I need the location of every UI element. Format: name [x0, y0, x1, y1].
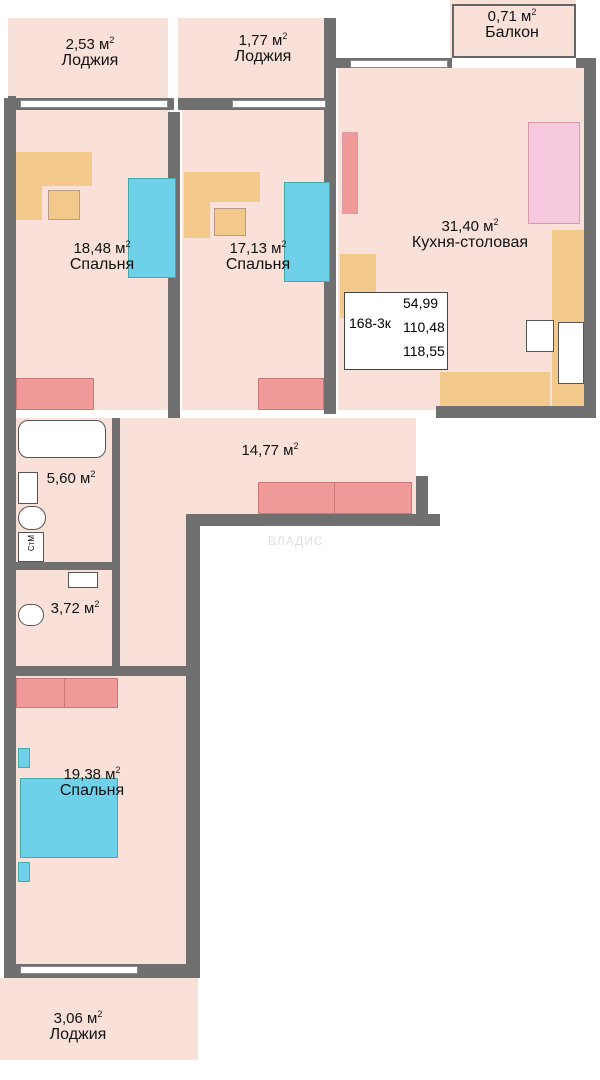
wall-left — [4, 96, 16, 976]
desk-bed2 — [184, 172, 260, 202]
apartment-code: 168-3к — [349, 315, 391, 331]
bedroom-2-label: 17,13 м2 Спальня — [208, 239, 308, 274]
bed-bed2 — [284, 182, 330, 282]
bedroom-1-sup: 2 — [125, 239, 131, 249]
bed-bed3 — [20, 778, 118, 858]
loggia-3-floor — [0, 978, 198, 1060]
tv-kitchen — [342, 132, 358, 214]
kitchen-sup: 2 — [493, 217, 499, 227]
bathroom-area: 5,60 м — [46, 470, 91, 487]
loggia-3-label: 3,06 м2 Лоджия — [28, 1009, 128, 1044]
loggia-1-floor — [8, 18, 168, 98]
watermark: ВЛАДИС — [268, 534, 324, 548]
window-kitchen — [350, 60, 448, 68]
stove-kitchen — [526, 320, 554, 352]
hall-sup: 2 — [293, 441, 299, 451]
wall-hall-bottom — [186, 514, 440, 526]
desk-bed1 — [16, 152, 92, 186]
wall-right — [584, 58, 596, 418]
window-bed3 — [20, 966, 138, 974]
hall-label: 14,77 м2 — [220, 441, 320, 459]
apartment-info-box: 168-3к 54,99 110,48 118,55 — [344, 292, 448, 370]
bedroom-3-name: Спальня — [59, 781, 125, 799]
bedroom-3-label: 19,38 м2 Спальня — [42, 765, 142, 800]
wall-corridor-right — [186, 514, 200, 978]
window-bed1 — [20, 100, 168, 108]
loggia-1-name: Лоджия — [61, 51, 119, 69]
bathtub — [18, 420, 106, 458]
wall-hall-right — [416, 476, 428, 524]
loggia-3-sup: 2 — [97, 1009, 103, 1019]
loggia-3-name: Лоджия — [49, 1025, 107, 1043]
loggia-2-sup: 2 — [282, 31, 288, 41]
wardrobe-hall-2 — [334, 482, 412, 514]
wardrobe-bed1 — [16, 378, 94, 410]
bedroom-2-area: 17,13 м — [229, 240, 282, 257]
loggia-2-name: Лоджия — [234, 47, 292, 65]
loggia-1-sup: 2 — [109, 35, 115, 45]
wardrobe-bed2 — [258, 378, 324, 410]
wardrobe-bed3-2 — [64, 678, 118, 708]
total-area: 110,48 — [403, 319, 445, 335]
washer-box: СтМ — [18, 532, 44, 562]
chair-bed1 — [48, 190, 80, 220]
wardrobe-bed3-1 — [16, 678, 66, 708]
balcony-sup: 2 — [531, 7, 537, 17]
wardrobe-hall-1 — [258, 482, 336, 514]
bathroom-sup: 2 — [90, 469, 96, 479]
wall-bath-wc — [14, 562, 118, 570]
fridge-kitchen — [558, 322, 584, 384]
balcony-floor — [450, 0, 576, 58]
hall-area: 14,77 м — [241, 442, 294, 459]
counter-kitchen-bottom — [440, 372, 550, 406]
kitchen-area: 31,40 м — [441, 218, 494, 235]
sink-wc — [68, 572, 98, 588]
desk-bed1-leg — [16, 186, 42, 220]
kitchen-label: 31,40 м2 Кухня-столовая — [390, 217, 550, 252]
desk-bed2-leg — [184, 200, 210, 238]
loggia-3-area: 3,06 м — [53, 1010, 98, 1027]
corridor-floor — [120, 514, 190, 674]
toilet-bath — [18, 506, 46, 530]
bedroom-2-name: Спальня — [225, 255, 291, 273]
wall-loggia1-left — [0, 18, 8, 98]
bed-bed1 — [128, 178, 176, 278]
loggia-2-label: 1,77 м2 Лоджия — [208, 31, 318, 66]
balcony-label: 0,71 м2 Балкон — [460, 7, 564, 42]
loggia-1-label: 2,53 м2 Лоджия — [30, 35, 150, 70]
wc-area: 3,72 м — [50, 600, 95, 617]
nightstand-bed3-1 — [18, 748, 30, 768]
toilet-wc — [18, 604, 44, 626]
wall-bed2-right — [324, 18, 336, 414]
bedroom-1-label: 18,48 м2 Спальня — [52, 239, 152, 274]
wall-bath-right — [112, 418, 120, 668]
wc-label: 3,72 м2 — [40, 599, 110, 617]
chair-bed2 — [214, 208, 246, 236]
sink-bath — [18, 472, 38, 504]
bedroom-3-sup: 2 — [115, 765, 121, 775]
bathroom-label: 5,60 м2 — [36, 469, 106, 487]
window-balcony — [452, 4, 576, 58]
balcony-area: 0,71 м — [487, 8, 532, 25]
balcony-name: Балкон — [485, 23, 539, 41]
laundry-label: СтМ — [26, 535, 36, 552]
bedroom-2-sup: 2 — [281, 239, 287, 249]
wc-sup: 2 — [94, 599, 100, 609]
bedroom-3-area: 19,38 м — [63, 766, 116, 783]
bedroom-1-name: Спальня — [69, 255, 135, 273]
wall-wc-bed3 — [14, 666, 190, 676]
loggia-1-area: 2,53 м — [65, 36, 110, 53]
window-bed2 — [232, 100, 326, 108]
wall-kitchen-bottom — [436, 406, 596, 418]
sofa-kitchen — [528, 122, 580, 224]
loggia-2-area: 1,77 м — [238, 32, 283, 49]
living-area: 54,99 — [403, 295, 439, 311]
loggia-2-floor — [178, 18, 324, 98]
nightstand-bed3-2 — [18, 862, 30, 882]
bedroom-1-area: 18,48 м — [73, 240, 126, 257]
kitchen-name: Кухня-столовая — [411, 233, 529, 251]
wall-kitchen-top-right — [576, 58, 596, 68]
total-with-loggias: 118,55 — [403, 343, 445, 359]
